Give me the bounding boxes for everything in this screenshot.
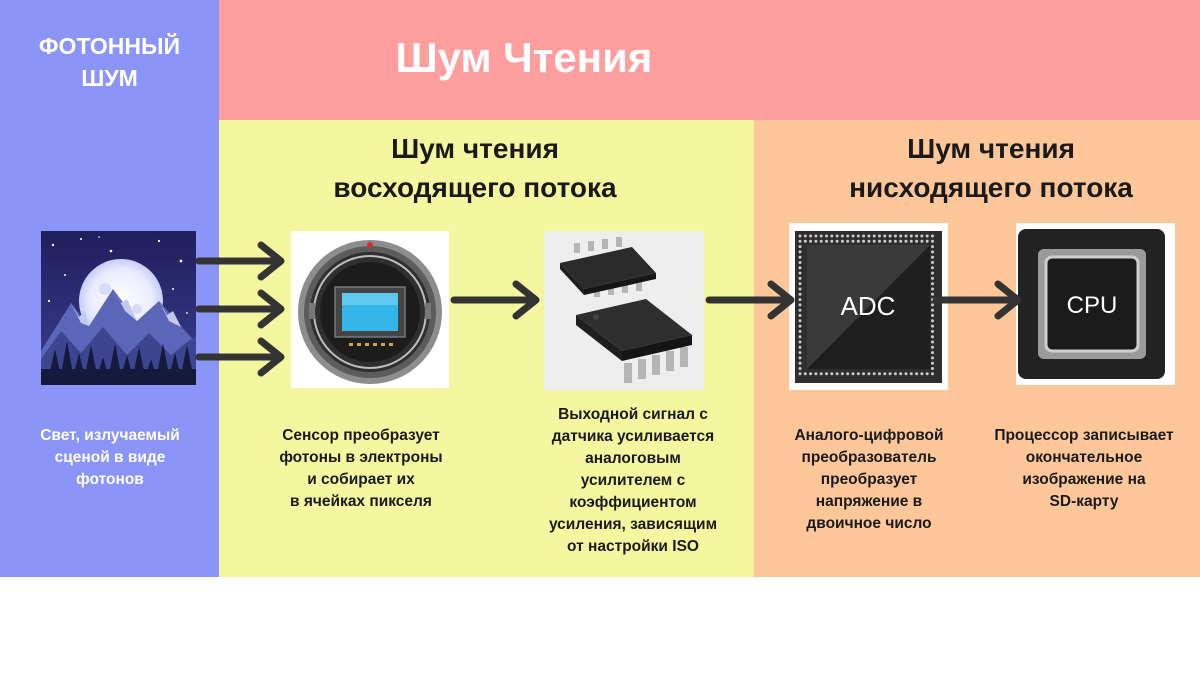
amplifier-description-line: датчика усиливается [551, 428, 715, 445]
amplifier-chip-icon [544, 231, 704, 390]
cpu-description: Процессор записывает окончательное изобр… [978, 425, 1190, 513]
moon-mountains-icon [41, 231, 196, 385]
sensor-description-line: в ячейках пикселя [290, 493, 432, 510]
adc-description-line: напряжение в [815, 493, 923, 510]
cpu-chip-icon: CPU [1016, 223, 1175, 385]
cpu-label: CPU [1067, 292, 1118, 319]
photon-noise-title: ФОТОННЫЙ ШУМ [0, 30, 219, 94]
light-description: Свет, излучаемый сценой в виде фотонов [10, 425, 210, 491]
cpu-description-line: изображение на [1022, 471, 1146, 488]
cpu-description-line: SD-карту [1049, 493, 1119, 510]
adc-description-line: Аналого-цифровой [794, 427, 944, 444]
arrow-right-icon [195, 241, 287, 281]
upstream-title: Шум чтения восходящего потока [219, 129, 731, 207]
adc-description-line: двоичное число [806, 515, 932, 532]
arrow-right-icon [195, 289, 287, 329]
amplifier-description-line: усиления, зависящим [548, 516, 718, 533]
light-description-line: Свет, излучаемый [40, 427, 180, 444]
read-noise-title: Шум Чтения [395, 34, 653, 81]
adc-label: ADC [841, 291, 896, 321]
downstream-title-line1: Шум чтения [907, 133, 1075, 164]
camera-sensor-icon [291, 231, 449, 388]
sensor-description-line: фотоны в электроны [279, 449, 443, 466]
amplifier-description-line: Выходной сигнал с [558, 406, 708, 423]
adc-description-line: преобразователь [801, 449, 937, 466]
adc-chip-icon: ADC [789, 223, 948, 390]
downstream-title: Шум чтения нисходящего потока [754, 129, 1200, 207]
amplifier-description-line: усилителем с [580, 472, 686, 489]
arrow-right-icon [195, 337, 287, 377]
sensor-description-line: Сенсор преобразует [282, 427, 440, 444]
sensor-description: Сенсор преобразует фотоны в электроны и … [250, 425, 472, 513]
amplifier-description-line: от настройки ISO [567, 538, 699, 555]
arrow-right-icon [932, 280, 1024, 320]
light-description-line: фотонов [76, 471, 144, 488]
photon-title-line1: ФОТОННЫЙ [38, 33, 181, 59]
amplifier-description: Выходной сигнал с датчика усиливается ан… [520, 404, 746, 558]
adc-description-line: преобразует [820, 471, 918, 488]
cpu-description-line: окончательное [1025, 449, 1143, 466]
arrow-right-icon [450, 280, 542, 320]
downstream-title-line2: нисходящего потока [849, 172, 1133, 203]
amplifier-description-line: коэффициентом [569, 494, 697, 511]
arrow-right-icon [705, 280, 797, 320]
light-description-line: сценой в виде [54, 449, 166, 466]
upstream-title-line1: Шум чтения [391, 133, 559, 164]
adc-description: Аналого-цифровой преобразователь преобра… [765, 425, 973, 535]
cpu-description-line: Процессор записывает [994, 427, 1174, 444]
read-noise-header [219, 0, 1200, 120]
upstream-title-line2: восходящего потока [333, 172, 617, 203]
photon-title-line2: ШУМ [81, 65, 138, 91]
amplifier-description-line: аналоговым [585, 450, 681, 467]
sensor-description-line: и собирает их [307, 471, 415, 488]
